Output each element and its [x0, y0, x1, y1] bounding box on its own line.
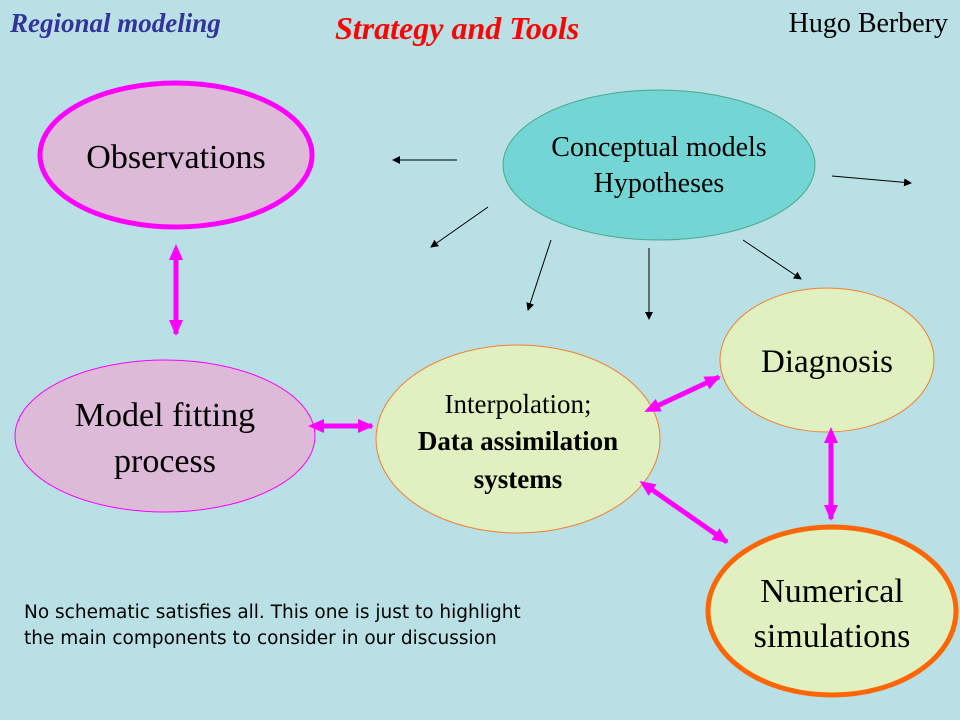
node-conceptual-line1: Conceptual models: [551, 132, 766, 163]
arrow-conceptual-to-diagnosis: [742, 239, 802, 280]
node-observations: Observations: [37, 80, 315, 230]
node-observations-label: Observations: [86, 139, 265, 176]
node-interpolation: Interpolation; Data assimilation systems: [375, 344, 661, 534]
arrow-conceptual-down-left: [430, 206, 489, 248]
arrow-interpolation-numerical: [639, 480, 729, 545]
header-slide-title: Strategy and Tools: [335, 10, 580, 46]
node-numerical-line1: Numerical: [760, 573, 904, 610]
node-interpolation-line1: Interpolation;: [445, 389, 592, 419]
node-interpolation-line2: Data assimilation: [418, 426, 618, 456]
header-section-title: Regional modeling: [10, 8, 221, 38]
footnote: No schematic satisfies all. This one is …: [24, 602, 521, 649]
node-diagnosis: Diagnosis: [719, 287, 935, 433]
node-model-fitting: Model fitting process: [14, 359, 316, 513]
node-interpolation-line3: systems: [474, 464, 563, 494]
node-model-fitting-line2: process: [114, 443, 216, 480]
node-model-fitting-line1: Model fitting: [75, 397, 255, 434]
arrow-conceptual-to-interpolation-left: [526, 239, 552, 311]
node-numerical-line2: simulations: [754, 618, 911, 655]
node-diagnosis-label: Diagnosis: [761, 344, 893, 380]
arrow-conceptual-right: [831, 175, 912, 187]
arrow-interpolation-diagnosis: [644, 374, 721, 412]
node-conceptual-line2: Hypotheses: [594, 168, 725, 199]
node-numerical-simulations: Numerical simulations: [705, 524, 959, 698]
node-conceptual-models: Conceptual models Hypotheses: [502, 89, 816, 241]
header-author: Hugo Berbery: [788, 8, 948, 39]
